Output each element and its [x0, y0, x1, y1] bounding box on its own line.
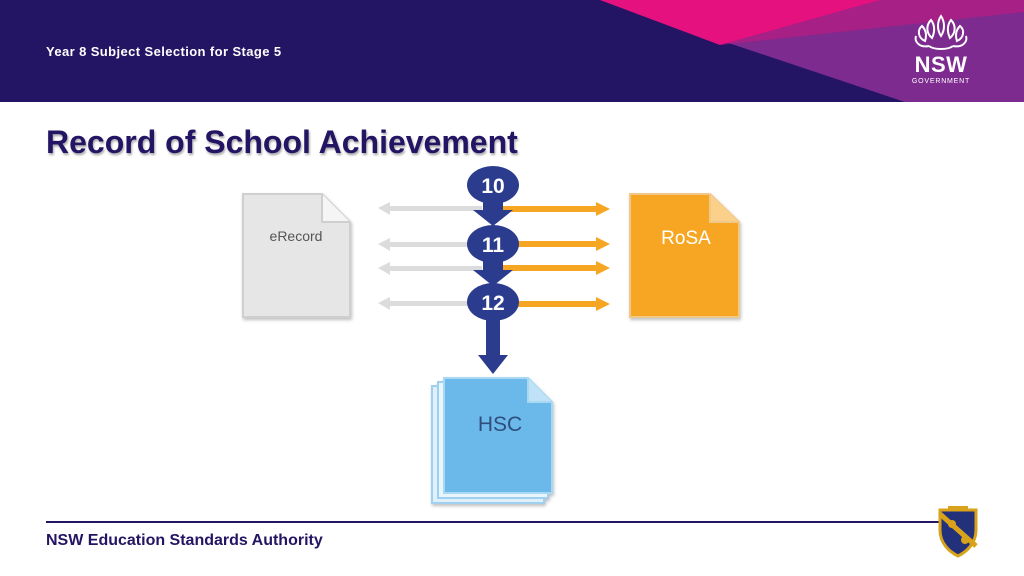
- arrow-right-3: [500, 261, 610, 275]
- footer-divider: [46, 521, 946, 523]
- erecord-document: [242, 193, 351, 318]
- nsw-logo-word: NSW: [914, 52, 968, 77]
- achievement-diagram: eRecord RoSA 10 11 12 HSC: [242, 166, 740, 504]
- rosa-document: [629, 193, 740, 318]
- header-banner: Year 8 Subject Selection for Stage 5 NSW…: [0, 0, 1024, 102]
- arrow-right-2: [500, 237, 610, 251]
- erecord-label: eRecord: [270, 228, 323, 244]
- year-11-label: 11: [482, 234, 505, 257]
- arrow-right-4: [500, 297, 610, 311]
- year-progression: [467, 166, 519, 374]
- year-12-label: 12: [481, 292, 504, 315]
- arrow-left-4: [378, 297, 482, 310]
- arrows-to-erecord: [378, 202, 482, 310]
- hsc-document-stack: [431, 377, 553, 504]
- arrow-down-to-hsc: [478, 355, 508, 374]
- header-title: Year 8 Subject Selection for Stage 5: [46, 44, 282, 59]
- rosa-label: RoSA: [661, 228, 711, 249]
- footer-text: NSW Education Standards Authority: [46, 532, 323, 549]
- header-decoration: [600, 0, 1024, 102]
- waratah-icon: [914, 14, 968, 50]
- arrow-left-2: [378, 238, 482, 251]
- arrow-left-1: [378, 202, 482, 215]
- year-10-label: 10: [481, 175, 504, 198]
- school-crest-icon: [938, 506, 978, 558]
- hsc-label: HSC: [478, 413, 522, 436]
- nsw-logo-subtitle: GOVERNMENT: [911, 78, 971, 85]
- year-11-circle: [467, 225, 519, 263]
- nsw-government-logo: NSW GOVERNMENT: [904, 12, 978, 90]
- arrow-right-1: [500, 202, 610, 216]
- year-12-circle: [467, 283, 519, 321]
- arrows-to-rosa: [500, 202, 610, 311]
- year-10-circle: [467, 166, 519, 204]
- arrow-left-3: [378, 262, 482, 275]
- slide-title: Record of School Achievement: [46, 124, 518, 160]
